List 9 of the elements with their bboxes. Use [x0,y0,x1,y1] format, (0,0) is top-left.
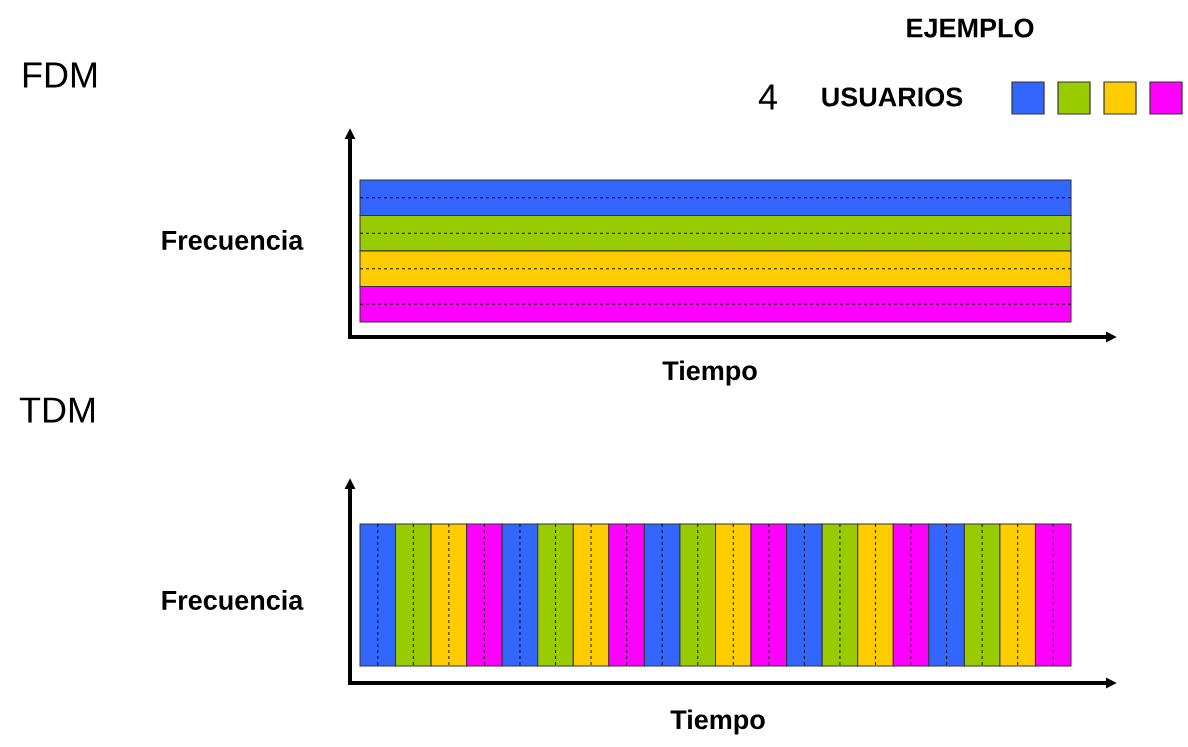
axis-label: Frecuencia [162,590,304,610]
user-count: 4 [758,84,777,110]
heading: EJEMPLO [907,18,1034,38]
section-title: TDM [19,397,94,423]
section-title: FDM [23,62,96,88]
axis-label: Tiempo [670,709,765,735]
heading: USUARIOS [822,87,963,107]
axis-label: Tiempo [662,360,757,386]
axis-label: Frecuencia [162,230,304,250]
